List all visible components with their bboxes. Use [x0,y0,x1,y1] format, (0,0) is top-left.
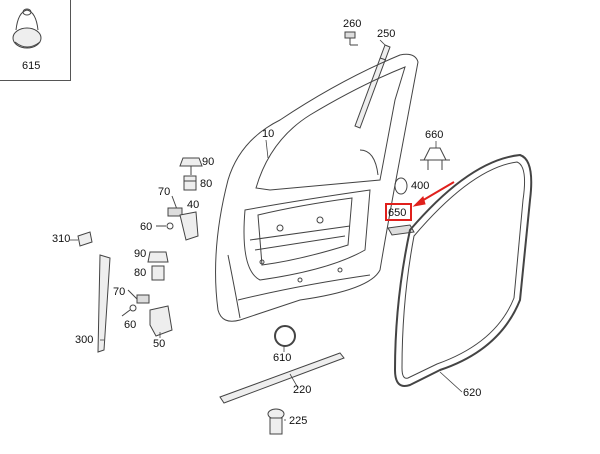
part-615-plug [12,8,42,49]
callout-650: 650 [388,207,407,219]
callout-80-upper: 80 [200,178,213,190]
part-90-nut-lower [147,251,169,263]
part-660-bracket [420,147,450,170]
part-70-screw-lower [127,289,150,304]
part-310-clip [77,231,93,247]
callout-70-lower: 70 [113,286,126,298]
callout-60-lower: 60 [124,319,137,331]
leader-lines [70,39,463,421]
highlight-arrow [412,181,455,207]
part-220-strip [219,352,345,404]
part-50-hinge [149,305,173,337]
callout-400: 400 [411,180,430,192]
callout-60-upper: 60 [140,221,153,233]
part-650 [387,224,415,236]
part-620-seal [393,153,533,387]
part-610-ring [274,325,296,347]
callout-615: 615 [22,60,41,72]
callout-220: 220 [293,384,312,396]
callout-70-upper: 70 [158,186,171,198]
part-80-clip-upper [183,175,197,191]
part-90-nut-upper [179,157,203,175]
callout-40: 40 [187,199,200,211]
callout-90-lower: 90 [134,248,147,260]
part-60-bolt-upper [156,222,174,230]
part-80-clip-lower [151,265,165,281]
part-40-hinge [179,211,199,241]
callout-250: 250 [377,28,396,40]
callout-225: 225 [289,415,308,427]
callout-50: 50 [153,338,166,350]
callout-610: 610 [273,352,292,364]
part-10-door [215,53,419,322]
part-225-clip [267,408,285,435]
callout-10: 10 [262,128,275,140]
part-60-bolt-lower [121,304,137,317]
callout-90-upper: 90 [202,156,215,168]
highlight-box-650: 650 [385,203,412,221]
callout-660: 660 [425,129,444,141]
callout-80-lower: 80 [134,267,147,279]
part-70-screw-upper [167,195,183,217]
part-250-trim [354,44,391,129]
callout-620: 620 [463,387,482,399]
part-400-grommet [394,177,408,195]
part-260-screw [344,31,358,46]
part-300-strip [97,254,111,353]
callout-260: 260 [343,18,362,30]
callout-310: 310 [52,233,71,245]
inset-box [0,0,71,81]
callout-300: 300 [75,334,94,346]
